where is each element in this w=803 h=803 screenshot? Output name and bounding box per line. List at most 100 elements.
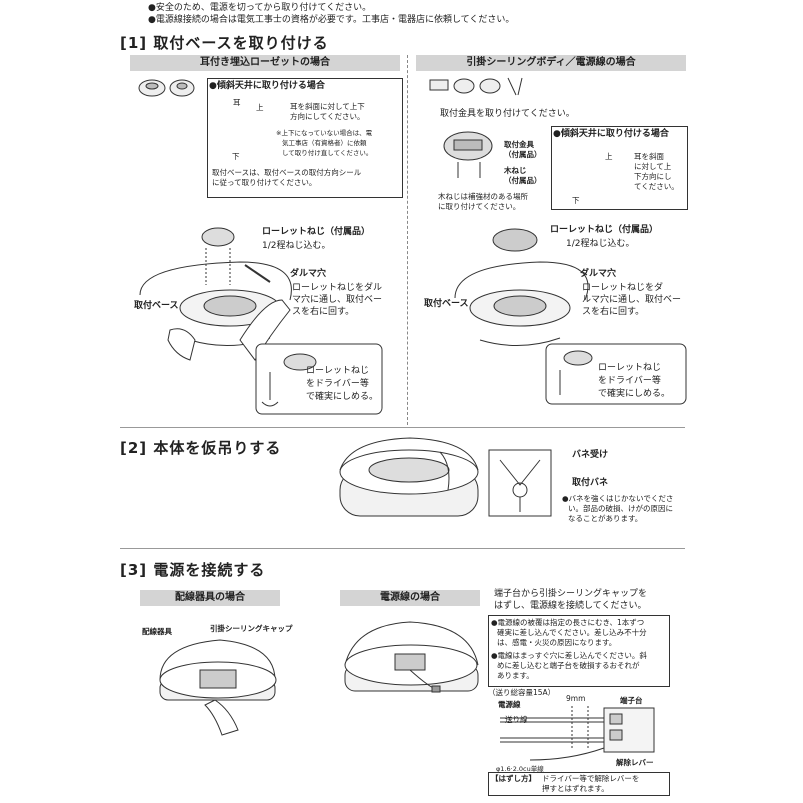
- spring-label: 取付バネ: [572, 478, 609, 488]
- hand-drawing: [167, 299, 291, 361]
- left-knurl-label: ローレットねじ（付属品）: [262, 227, 371, 237]
- right-down-label: 下: [572, 196, 580, 205]
- base-note-1: 取付ベースは、取付ベースの取付方向シール: [212, 168, 362, 177]
- up-label: 上: [256, 103, 264, 112]
- screw-note-2: に取り付けてください。: [438, 202, 521, 211]
- right-instruction-3: 下方向にし: [634, 172, 672, 181]
- section-1-title: [1] 取付ベースを取り付ける: [120, 34, 329, 52]
- rosette-banner: 耳付き埋込ローゼットの場合: [130, 55, 400, 71]
- spring-caution-3: なることがあります。: [568, 514, 643, 523]
- spring-receiver-label: バネ受け: [572, 450, 609, 460]
- bracket-drawing: [443, 131, 493, 178]
- left-inset-3: で確実にしめる。: [306, 392, 379, 402]
- ceiling-body-icons: [429, 77, 523, 96]
- left-base-label: 取付ベース: [134, 301, 179, 311]
- base-note-2: に従って取り付けてください。: [212, 178, 317, 187]
- power-note-1: ●電源線の被覆は指定の長さにむき、1本ずつ: [491, 618, 645, 627]
- ear-label: 耳: [233, 98, 241, 107]
- wiring-fixture-banner: 配線器具の場合: [140, 590, 280, 606]
- main-body-drawing: [339, 437, 479, 517]
- release-lever-label: 解除レバー: [616, 758, 654, 767]
- right-instruction-1: 耳を斜面: [634, 152, 664, 161]
- left-base-drawing: [139, 227, 292, 346]
- bracket-label-2: （付属品）: [504, 150, 542, 159]
- section-3-title: [3] 電源を接続する: [120, 561, 266, 579]
- section-2-title: [2] 本体を仮吊りする: [120, 439, 282, 457]
- power-note-2: 確実に差し込んでください。差し込み不十分: [497, 628, 647, 637]
- screw-note-1: 木ねじは補強材のある場所: [438, 192, 528, 201]
- fixture-label: 配線器具: [142, 627, 172, 636]
- left-inset: [255, 343, 383, 415]
- remove-box: [488, 772, 670, 796]
- right-daruma-3: スを右に回す。: [582, 307, 645, 317]
- spring-caution-2: い。部品の破損、けがの原因に: [568, 504, 673, 513]
- bracket-label-1: 取付金具: [504, 140, 534, 149]
- right-base-drawing: [454, 228, 589, 346]
- remove-title: 【はずし方】: [491, 774, 536, 783]
- strip-length: 9mm: [566, 694, 586, 703]
- left-daruma-label: ダルマ穴: [290, 269, 327, 279]
- power-intro-2: はずし、電源線を接続してください。: [494, 601, 647, 611]
- left-daruma-2: マ穴に通し、取付ベー: [292, 295, 383, 305]
- separator-2: [120, 548, 685, 549]
- right-inset-2: をドライバー等: [598, 376, 661, 386]
- rosette-icon: [138, 79, 195, 97]
- down-label: 下: [232, 152, 240, 161]
- license-note: ●電源線接続の場合は電気工事士の資格が必要です。工事店・電器店に依頼してください…: [148, 15, 515, 25]
- left-inset-1: ローレットねじ: [306, 366, 370, 376]
- left-caution-1: ※上下になっていない場合は、電: [276, 129, 373, 137]
- capacity-label: （送り総容量15A）: [488, 688, 556, 697]
- right-daruma-label: ダルマ穴: [580, 269, 617, 279]
- bracket-intro: 取付金具を取り付けてください。: [440, 109, 575, 119]
- power-note-4: ●電線はまっすぐ穴に差し込んでください。斜: [491, 651, 647, 660]
- terminal-label: 端子台: [620, 696, 643, 705]
- right-slope-box: [551, 126, 688, 210]
- right-instruction-4: てください。: [634, 182, 679, 191]
- screw-label-2: （付属品）: [504, 176, 542, 185]
- right-base-label: 取付ベース: [424, 299, 469, 309]
- power-intro-1: 端子台から引掛シーリングキャップを: [494, 589, 648, 599]
- right-slope-title: ●傾斜天井に取り付ける場合: [553, 129, 669, 139]
- right-instruction-2: に対して上: [634, 162, 672, 171]
- right-up-label: 上: [605, 152, 613, 161]
- right-inset: [545, 343, 687, 405]
- left-slope-title: ●傾斜天井に取り付ける場合: [209, 81, 325, 91]
- section-divider: [407, 55, 408, 425]
- power-note-6: あります。: [497, 671, 534, 680]
- left-caution-2: 気工事店（有資格者）に依頼: [282, 139, 367, 147]
- feed-line-label: 送り線: [505, 715, 528, 724]
- left-slope-box: [207, 78, 403, 198]
- cap-label: 引掛シーリングキャップ: [210, 624, 293, 633]
- right-daruma-2: ルマ穴に通し、取付ベー: [582, 295, 682, 305]
- separator-1: [120, 427, 685, 428]
- power-notes-box: [488, 615, 670, 687]
- left-inset-2: をドライバー等: [306, 379, 369, 389]
- left-instruction-2: 方向にしてください。: [290, 112, 365, 121]
- ceiling-body-banner: 引掛シーリングボディ／電源線の場合: [416, 55, 686, 71]
- remove-text-1: ドライバー等で解除レバーを: [542, 774, 640, 783]
- power-note-5: めに差し込むと端子台を破損するおそれが: [497, 661, 640, 670]
- right-inset-3: で確実にしめる。: [598, 389, 671, 399]
- right-inset-1: ローレットねじ: [598, 363, 662, 373]
- left-daruma-1: ローレットねじをダル: [292, 283, 383, 293]
- power-line-label: 電源線: [498, 700, 521, 709]
- spring-caution-1: ●バネを強くはじかないでくださ: [562, 494, 674, 503]
- spring-inset: [488, 449, 552, 517]
- left-caution-3: して取り付け直してください。: [282, 149, 373, 157]
- power-line-drawing: [344, 621, 479, 693]
- screw-label-1: 木ねじ: [504, 166, 527, 175]
- safety-note: ●安全のため、電源を切ってから取り付けてください。: [148, 3, 372, 13]
- remove-text-2: 押すとはずれます。: [542, 784, 609, 793]
- power-line-banner: 電源線の場合: [340, 590, 480, 606]
- wiring-fixture-drawing: [159, 639, 277, 736]
- right-daruma-1: ローレットねじをダ: [582, 283, 664, 293]
- terminal-drawing: [500, 706, 655, 761]
- left-daruma-3: スを右に回す。: [292, 307, 355, 317]
- left-knurl-sub: 1/2程ねじ込む。: [262, 241, 331, 251]
- power-note-3: は、感電・火災の原因になります。: [497, 638, 617, 647]
- right-knurl-sub: 1/2程ねじ込む。: [566, 239, 635, 249]
- wire-spec: φ1.6·2.0cu単線: [496, 765, 544, 773]
- left-instruction-1: 耳を斜面に対して上下: [290, 102, 365, 111]
- right-knurl-label: ローレットねじ（付属品）: [550, 225, 659, 235]
